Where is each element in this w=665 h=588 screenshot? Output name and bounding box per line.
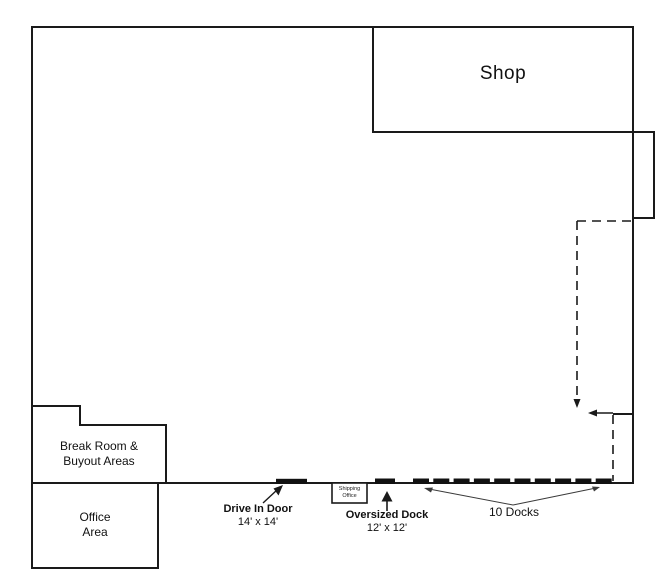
oversized-dock-label-size: 12' x 12' xyxy=(366,522,408,534)
oversized-dock-arrowhead-icon xyxy=(381,491,393,502)
dock-marker xyxy=(595,478,612,484)
drive-in-door-arrowhead-icon xyxy=(273,485,283,496)
dock-markers-group xyxy=(413,478,612,484)
right-bumpout-wall xyxy=(633,131,655,219)
break-room-label: Break Room & Buyout Areas xyxy=(32,439,166,469)
shipping-office-wall xyxy=(331,482,368,504)
office-area-wall xyxy=(31,482,159,569)
docks-leader-right-arrowhead-icon xyxy=(592,486,600,492)
dock-marker xyxy=(555,478,572,484)
dock-marker xyxy=(514,478,531,484)
drive-in-door-label-size: 14' x 14' xyxy=(237,516,279,528)
ten-docks-label: 10 Docks xyxy=(488,505,540,519)
break-room-label-line2: Buyout Areas xyxy=(63,454,135,468)
dock-marker xyxy=(575,478,592,484)
shipping-office-label: Shipping Office xyxy=(332,486,367,500)
dock-marker xyxy=(413,478,429,484)
drive-in-door-arrow-shaft xyxy=(262,489,278,504)
shop-room-wall xyxy=(372,26,634,133)
dashed-boundary-lines xyxy=(576,220,633,481)
dock-marker xyxy=(473,478,490,484)
dock-marker xyxy=(433,478,450,484)
oversized-dock-label: Oversized Dock 12' x 12' xyxy=(327,509,447,535)
office-area-label-line2: Area xyxy=(82,525,108,539)
office-area-label-line1: Office xyxy=(79,510,111,524)
oversized-dock-label-name: Oversized Dock xyxy=(345,509,429,521)
dashed-line-end-arrowhead-icon xyxy=(573,399,581,408)
drive-in-door-label: Drive In Door 14' x 14' xyxy=(198,503,318,529)
docks-leader-lines xyxy=(428,487,597,506)
drive-in-door-label-name: Drive In Door xyxy=(223,503,293,515)
dock-marker xyxy=(494,478,511,484)
dock-marker xyxy=(453,478,470,484)
left-arrowhead-icon xyxy=(588,409,597,417)
docks-leader-left-arrowhead-icon xyxy=(424,487,433,493)
shipping-office-label-line1: Shipping xyxy=(338,486,361,492)
drive-in-door-marker xyxy=(276,478,307,484)
office-area-label: Office Area xyxy=(32,510,158,540)
main-building-wall xyxy=(31,26,634,484)
dock-marker xyxy=(534,478,551,484)
shop-room-label: Shop xyxy=(479,63,527,84)
break-room-label-line1: Break Room & xyxy=(59,439,139,453)
shipping-office-label-line2: Office xyxy=(342,493,357,499)
oversized-dock-marker xyxy=(375,478,395,484)
